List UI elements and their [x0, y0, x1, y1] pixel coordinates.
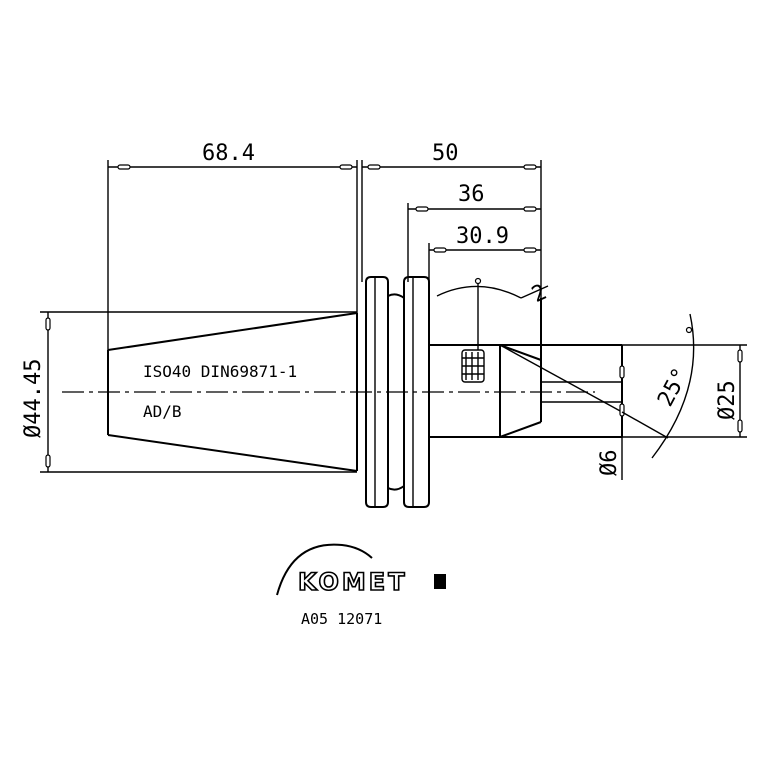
- flange: [365, 276, 430, 508]
- standard-label: ISO40 DIN69871-1: [143, 362, 297, 381]
- dim-30-9: [428, 243, 541, 282]
- dim-68-4: [107, 160, 358, 350]
- komet-logo: KOMET: [276, 543, 446, 597]
- komet-logo-text: KOMET: [298, 568, 408, 596]
- detail-arc: [436, 277, 522, 350]
- dim-50: [361, 160, 542, 298]
- dim-text-diameter-small: Ø6: [597, 450, 622, 477]
- dim-text-diameter-shank: Ø25: [715, 380, 740, 420]
- dim-text-small: 2: [528, 280, 551, 308]
- taper-body: [107, 312, 358, 472]
- dim-diameter-flange: [40, 311, 357, 473]
- dim-angle: [621, 313, 695, 459]
- dim-text-50: 50: [432, 141, 459, 166]
- dim-small: [520, 285, 549, 299]
- set-screw: [461, 349, 485, 383]
- dim-text-30-9: 30.9: [456, 224, 509, 249]
- dim-text-68-4: 68.4: [202, 141, 255, 166]
- part-number: A05 12071: [301, 610, 382, 628]
- dim-text-diameter-flange: Ø44.45: [21, 359, 46, 438]
- dim-diameter-shank: [622, 344, 747, 438]
- shank: [429, 298, 623, 438]
- dim-36: [407, 203, 541, 282]
- dim-text-36: 36: [458, 182, 485, 207]
- form-label: AD/B: [143, 402, 182, 421]
